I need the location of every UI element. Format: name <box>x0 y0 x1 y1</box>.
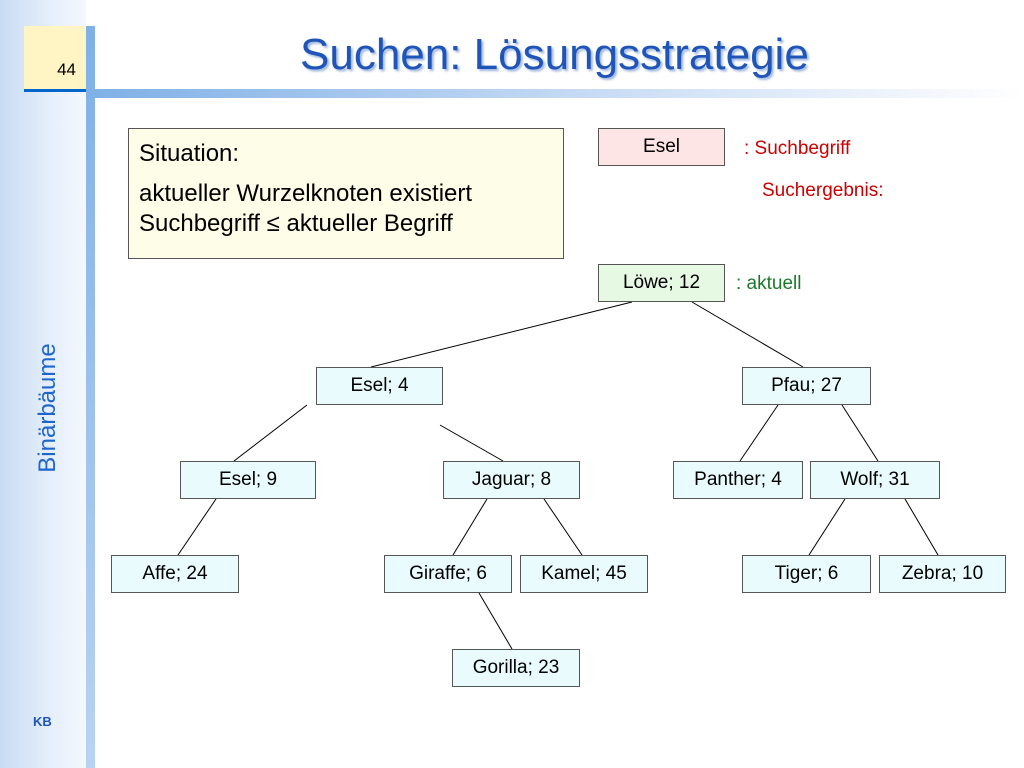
tree-node-gorilla: Gorilla; 23 <box>452 649 580 687</box>
tree-edge-loewe-esel4 <box>370 301 633 368</box>
sidebar <box>0 0 86 768</box>
situation-line-2: Suchbegriff ≤ aktueller Begriff <box>139 210 453 237</box>
tree-node-tiger: Tiger; 6 <box>742 555 871 593</box>
tree-node-loewe: Löwe; 12 <box>598 264 725 302</box>
search-term-label: : Suchbegriff <box>744 138 851 159</box>
tree-edge-wolf-zebra <box>904 498 939 556</box>
tree-edge-giraffe-gorilla <box>478 592 513 650</box>
search-result-label: Suchergebnis: <box>762 180 884 201</box>
situation-heading: Situation: <box>139 140 240 167</box>
tree-edge-pfau-wolf <box>841 404 879 462</box>
tree-edge-esel9-affe <box>177 498 217 556</box>
tree-node-kamel: Kamel; 45 <box>520 555 648 593</box>
tree-node-jaguar: Jaguar; 8 <box>443 461 580 499</box>
tree-node-pfau: Pfau; 27 <box>742 367 871 405</box>
tree-node-esel4: Esel; 4 <box>316 367 443 405</box>
search-term: Esel <box>643 136 680 157</box>
tree-edge-esel4-esel9 <box>233 404 308 462</box>
tree-node-esel9: Esel; 9 <box>180 461 316 499</box>
tree-node-panther: Panther; 4 <box>673 461 803 499</box>
header-horizontal-rule <box>86 89 1024 98</box>
header-vertical-rule <box>86 26 95 768</box>
tree-edge-pfau-panther <box>739 404 779 462</box>
page-number: 44 <box>57 60 76 79</box>
tree-node-wolf: Wolf; 31 <box>810 461 940 499</box>
page-number-box: 44 <box>24 26 86 92</box>
tree-node-affe: Affe; 24 <box>111 555 239 593</box>
situation-line-1: aktueller Wurzelknoten existiert <box>139 180 473 207</box>
tree-edge-jaguar-kamel <box>543 498 583 556</box>
situation-box: Situation: aktueller Wurzelknoten existi… <box>128 128 564 259</box>
tree-edge-esel4-jaguar <box>439 424 504 462</box>
current-node-label: : aktuell <box>736 273 802 294</box>
tree-edge-wolf-tiger <box>808 498 846 556</box>
tree-node-zebra: Zebra; 10 <box>879 555 1006 593</box>
slide-title: Suchen: Lösungsstrategie <box>300 30 809 79</box>
author-initials: KB <box>33 714 52 729</box>
tree-node-giraffe: Giraffe; 6 <box>384 555 512 593</box>
search-term-box: Esel <box>598 128 725 166</box>
tree-edge-loewe-pfau <box>691 301 804 368</box>
tree-edge-jaguar-giraffe <box>452 498 488 556</box>
